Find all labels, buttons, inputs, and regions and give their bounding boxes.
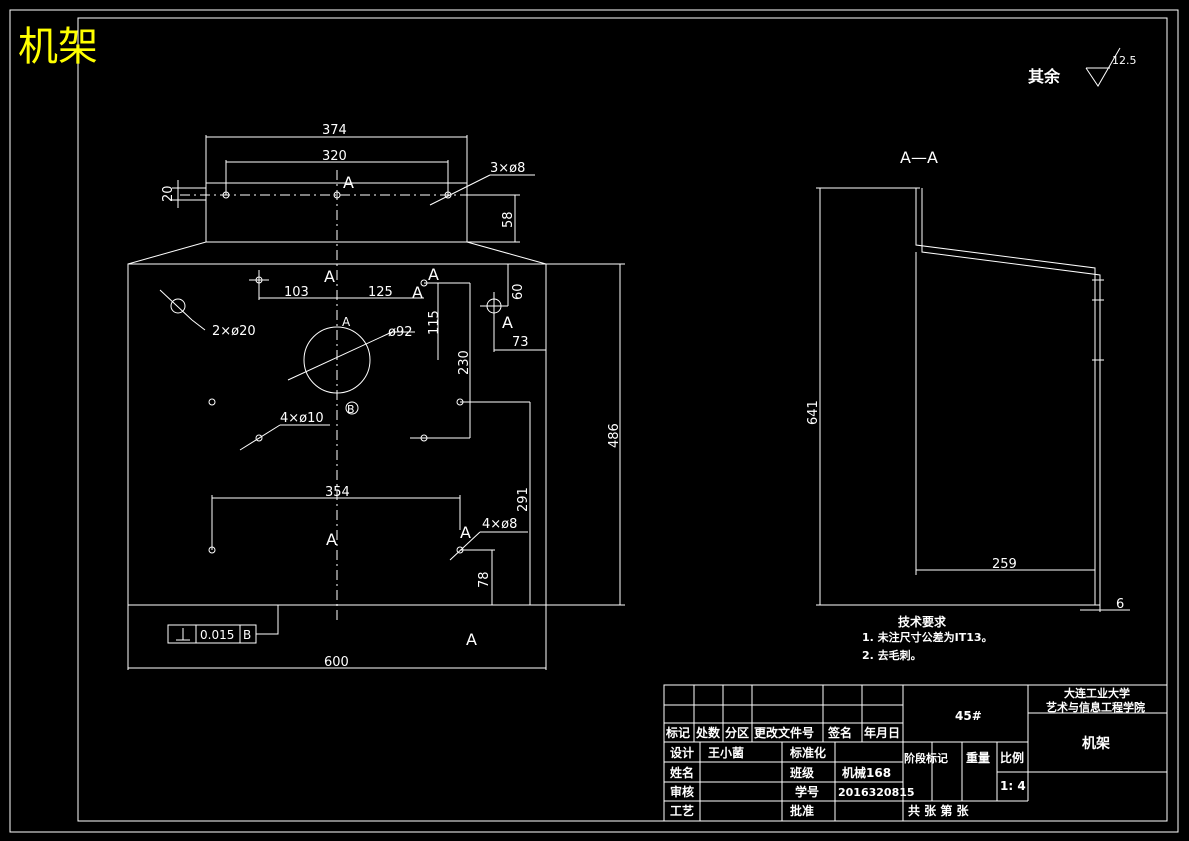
- dim-20: 20: [161, 185, 176, 202]
- section-view: A—A 259 641 6: [806, 148, 1130, 612]
- note-4-holes-8: 4×ø8: [482, 517, 517, 532]
- hole-92: [303, 326, 371, 394]
- hdr-signature: 签名: [827, 725, 852, 740]
- section-mark-a9: A: [466, 630, 477, 649]
- inner-frame: [77, 17, 1168, 822]
- label-review: 审核: [670, 784, 694, 799]
- tech-heading: 技术要求: [898, 614, 947, 629]
- dim-103: 103: [284, 285, 309, 300]
- label-weight: 重量: [966, 750, 990, 765]
- dim-641: 641: [806, 400, 821, 425]
- label-craft: 工艺: [670, 803, 694, 818]
- designer-name: 王小菌: [708, 745, 744, 760]
- hdr-date: 年月日: [864, 725, 900, 740]
- material: 45#: [955, 709, 982, 723]
- dim-320: 320: [322, 149, 347, 164]
- roughness-symbol: [1085, 47, 1121, 87]
- school-name: 大连工业大学: [1064, 686, 1130, 700]
- section-mark-a1: A: [343, 173, 354, 192]
- hdr-count: 处数: [695, 725, 721, 740]
- dim-6: 6: [1116, 597, 1124, 612]
- note-3-holes-8: 3×ø8: [490, 161, 525, 176]
- outer-frame: [9, 9, 1179, 833]
- note-4-holes-10: 4×ø10: [280, 411, 324, 426]
- title-block: 标记 处数 分区 更改文件号 签名 年月日 设计 王小菌 标准化 姓名 班级 机…: [663, 684, 1168, 822]
- note-2-holes-20: 2×ø20: [212, 324, 256, 339]
- class-value: 机械168: [842, 765, 891, 780]
- roughness-label: 其余: [1028, 67, 1061, 86]
- roughness-value: 12.5: [1112, 54, 1137, 67]
- label-student-id: 学号: [795, 784, 819, 799]
- dim-354: 354: [325, 485, 350, 500]
- hdr-zone: 分区: [725, 725, 749, 740]
- label-stage: 阶段标记: [904, 751, 948, 765]
- student-id-value: 2016320815: [838, 786, 915, 799]
- hdr-change-doc: 更改文件号: [754, 725, 814, 740]
- scale-value: 1: 4: [1000, 779, 1026, 793]
- label-design: 设计: [670, 745, 694, 760]
- section-mark-a6: A: [342, 315, 351, 329]
- label-name: 姓名: [670, 765, 694, 780]
- tolerance-datum: B: [243, 628, 251, 642]
- section-mark-a8: A: [326, 530, 337, 549]
- section-mark-a2: A: [324, 267, 335, 286]
- dim-600: 600: [324, 655, 349, 670]
- tech-item-1: 1. 未注尺寸公差为IT13。: [862, 630, 993, 644]
- section-mark-a5: A: [502, 313, 513, 332]
- dim-259: 259: [992, 557, 1017, 572]
- label-scale: 比例: [1000, 750, 1024, 765]
- dim-73: 73: [512, 335, 529, 350]
- label-approve: 批准: [790, 803, 814, 818]
- label-class: 班级: [790, 765, 814, 780]
- section-mark-a7: A: [460, 523, 471, 542]
- section-mark-a4: A: [428, 265, 439, 284]
- note-dia-92: ø92: [388, 325, 413, 340]
- front-view: 374 320 3×ø8 20 58 A 103 125 A A A: [127, 123, 625, 670]
- dim-60: 60: [511, 283, 526, 300]
- tech-item-2: 2. 去毛刺。: [862, 648, 922, 662]
- dim-58: 58: [501, 211, 516, 228]
- datum-mark-b: B: [347, 403, 355, 416]
- section-mark-a3: A: [412, 283, 423, 302]
- section-title: A—A: [900, 148, 938, 167]
- dim-486: 486: [607, 423, 622, 448]
- dim-115: 115: [427, 310, 442, 335]
- dim-78: 78: [477, 571, 492, 588]
- dim-291: 291: [516, 487, 531, 512]
- dim-374: 374: [322, 123, 347, 138]
- dim-125: 125: [368, 285, 393, 300]
- part-name: 机架: [1082, 735, 1110, 752]
- sheet-count: 共 张 第 张: [908, 803, 970, 818]
- dim-230: 230: [457, 350, 472, 375]
- drawing-title: 机架: [18, 24, 98, 70]
- hdr-mark: 标记: [665, 725, 690, 740]
- college-name: 艺术与信息工程学院: [1046, 700, 1145, 714]
- label-standardization: 标准化: [789, 745, 826, 760]
- tolerance-value: 0.015: [200, 628, 234, 642]
